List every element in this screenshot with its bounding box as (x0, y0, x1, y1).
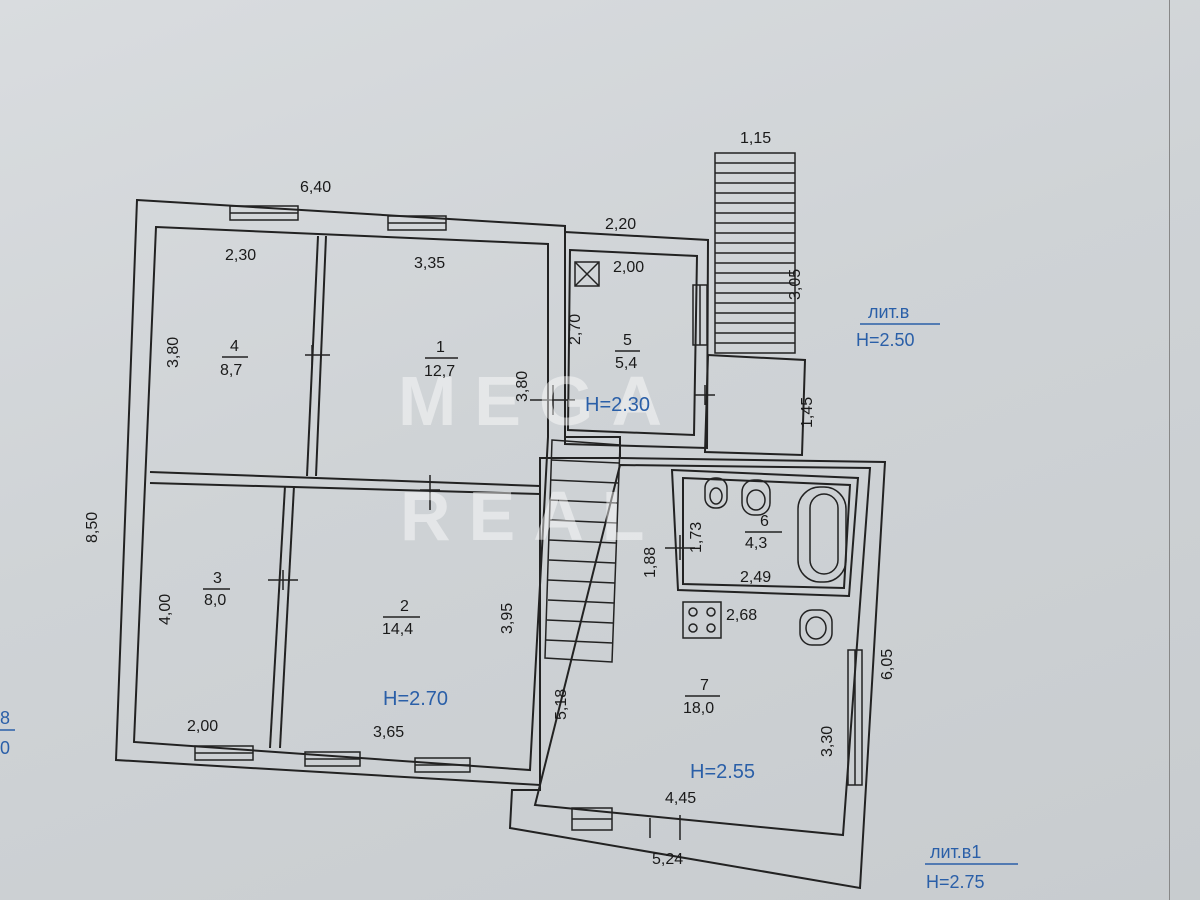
dim-stairs-side: 3,05 (787, 269, 804, 300)
dim-room7-top: 2,68 (726, 607, 757, 624)
lit-v-label: лит.в (868, 302, 909, 322)
room-3-number: 3 (213, 570, 222, 587)
toilet-icon (741, 479, 771, 516)
dimension-labels: 6,40 2,20 1,15 3,05 1,45 8,50 6,05 5,24 … (84, 130, 896, 868)
dim-room6-width: 2,49 (740, 569, 771, 586)
bathtub-icon (797, 486, 847, 583)
room-4-number: 4 (230, 338, 239, 355)
chimney-icon (574, 261, 600, 287)
dim-top-left: 6,40 (300, 179, 331, 196)
dim-room7-width: 4,45 (665, 790, 696, 807)
edge-fragment-bottom: 0 (0, 738, 10, 758)
dim-room1-width: 3,35 (414, 255, 445, 272)
watermark: MEGA REAL (398, 362, 680, 555)
stairs-top (714, 152, 796, 354)
internal-walls (149, 235, 541, 749)
room-3-area: 8,0 (204, 592, 226, 609)
room-2-number: 2 (400, 598, 409, 615)
dim-room3-width: 2,00 (187, 718, 218, 735)
annex-walls (564, 230, 710, 450)
height-room5: H=2.30 (585, 394, 650, 416)
room-1-number: 1 (436, 339, 445, 356)
room-6-area: 4,3 (745, 535, 767, 552)
stove-icon (682, 601, 722, 639)
dim-room5-width: 2,00 (613, 259, 644, 276)
dim-stairs-top: 1,15 (740, 130, 771, 147)
dim-room1-height: 3,80 (514, 371, 531, 402)
edge-fragments: 8 0 (0, 708, 15, 758)
paper-edge (1169, 0, 1170, 900)
room-7-area: 18,0 (683, 700, 714, 717)
room-labels: 4 8,7 1 12,7 5 5,4 3 8,0 2 14,4 6 4,3 7 … (203, 332, 782, 717)
dim-top-right: 2,20 (605, 216, 636, 233)
lit-v1-label: лит.в1 (930, 842, 981, 862)
room-7-number: 7 (700, 677, 709, 694)
lit-v-height: H=2.50 (856, 330, 915, 350)
dim-room7-height: 5,18 (553, 689, 570, 720)
height-labels: H=2.70 H=2.30 H=2.55 (383, 394, 755, 783)
porch (703, 353, 807, 457)
room-6-number: 6 (760, 513, 769, 530)
room-2-area: 14,4 (382, 621, 413, 638)
height-room7: H=2.55 (690, 761, 755, 783)
dim-room3-height: 4,00 (157, 594, 174, 625)
dim-hall-height: 1,88 (642, 547, 659, 578)
height-main: H=2.70 (383, 688, 448, 710)
dim-porch-side: 1,45 (799, 397, 816, 428)
sink-icon (704, 477, 728, 509)
room-5-area: 5,4 (615, 355, 637, 372)
dim-room4-width: 2,30 (225, 247, 256, 264)
dim-right-outer: 6,05 (879, 649, 896, 680)
dim-room2-height: 3,95 (499, 603, 516, 634)
room-5-number: 5 (623, 332, 632, 349)
edge-fragment-top: 8 (0, 708, 10, 728)
lit-v1-height: H=2.75 (926, 872, 985, 892)
dim-bottom-right: 5,24 (652, 851, 683, 868)
stairs-inner (544, 439, 621, 663)
sink-kitchen-icon (799, 609, 833, 646)
dim-room6-height: 1,73 (688, 522, 705, 553)
watermark-line1: MEGA (398, 362, 680, 440)
dim-room7-right: 3,30 (819, 726, 836, 757)
legends: лит.в H=2.50 лит.в1 H=2.75 (856, 302, 1018, 892)
doors (268, 345, 715, 840)
room-1-area: 12,7 (424, 363, 455, 380)
watermark-line2: REAL (400, 477, 663, 555)
dim-room4-height: 3,80 (165, 337, 182, 368)
fixtures (574, 261, 847, 646)
windows (194, 205, 863, 831)
dim-room2-width: 3,65 (373, 724, 404, 741)
dim-left-outer: 8,50 (84, 512, 101, 543)
dim-room5-height: 2,70 (567, 314, 584, 345)
room-4-area: 8,7 (220, 362, 242, 379)
